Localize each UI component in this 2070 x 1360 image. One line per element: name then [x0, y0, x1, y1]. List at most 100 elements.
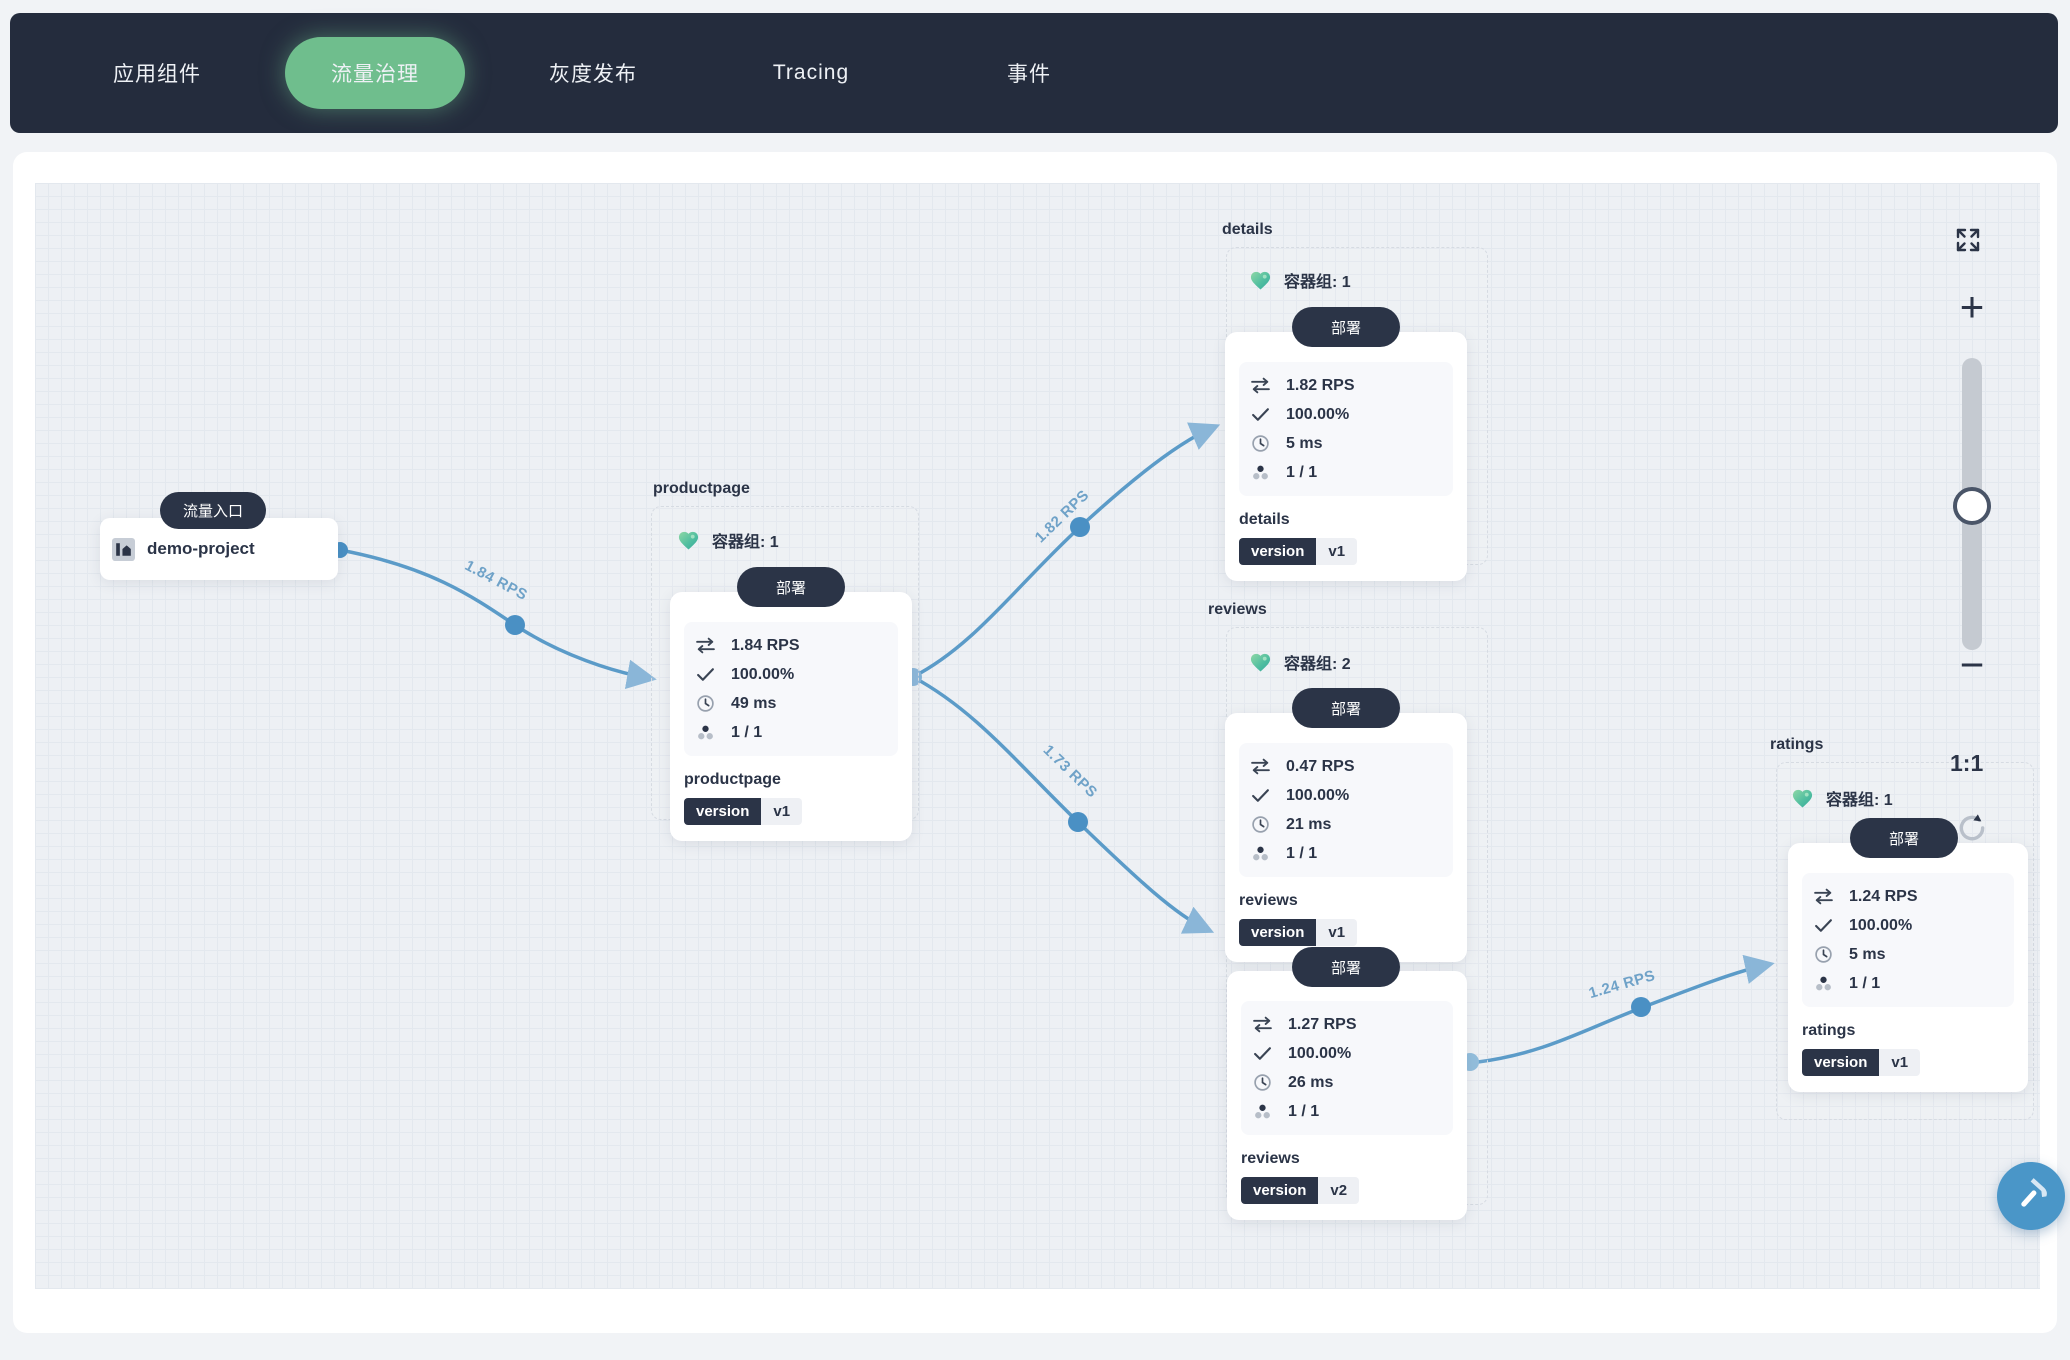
zoom-reset-button[interactable]: 1:1 — [1950, 750, 1984, 776]
stat-latency: 5 ms — [1812, 942, 2004, 967]
pods-count-label: 容器组: 1 — [712, 534, 779, 551]
stat-rps: 1.27 RPS — [1251, 1012, 1443, 1037]
zoom-out-button[interactable]: − — [1959, 641, 1985, 688]
stat-success: 100.00% — [694, 662, 888, 687]
deploy-pill-productpage[interactable]: 部署 — [737, 567, 845, 607]
tab-label: 流量治理 — [285, 37, 465, 109]
deployment-card-reviews-v1[interactable]: 0.47 RPS 100.00% 21 ms 1 / 1 reviews ver… — [1225, 713, 1467, 962]
service-name: ratings — [1802, 1022, 1856, 1039]
check-icon — [1251, 1046, 1273, 1061]
group-title-ratings: ratings — [1770, 736, 1824, 753]
stats-panel: 1.27 RPS 100.00% 26 ms 1 / 1 — [1241, 1001, 1453, 1135]
service-name: reviews — [1241, 1150, 1300, 1167]
tools-fab-button[interactable] — [1997, 1162, 2065, 1230]
tab-label: Tracing — [772, 61, 850, 84]
stat-rps: 1.24 RPS — [1812, 884, 2004, 909]
stats-panel: 1.24 RPS 100.00% 5 ms 1 / 1 — [1802, 873, 2014, 1007]
service-name: details — [1239, 511, 1290, 528]
heart-icon — [678, 531, 699, 549]
stat-rps: 1.84 RPS — [694, 633, 888, 658]
transfer-icon — [1251, 1016, 1273, 1033]
pods-count-label: 容器组: 1 — [1826, 792, 1893, 809]
transfer-icon — [1249, 758, 1271, 775]
tab-events[interactable]: 事件 — [920, 37, 1138, 109]
deploy-pill-ratings[interactable]: 部署 — [1850, 818, 1958, 858]
pods-count-row: 容器组: 1 — [1248, 268, 1351, 292]
deploy-pill-reviews-v2[interactable]: 部署 — [1292, 947, 1400, 987]
pods-count-label: 容器组: 1 — [1284, 274, 1351, 291]
pods-icon — [694, 724, 716, 741]
clock-icon — [1812, 945, 1834, 964]
tab-traffic-governance[interactable]: 流量治理 — [266, 37, 484, 109]
deployment-card-ratings-v1[interactable]: 1.24 RPS 100.00% 5 ms 1 / 1 ratings vers… — [1788, 843, 2028, 1092]
stat-replicas: 1 / 1 — [1249, 841, 1443, 866]
group-title-details: details — [1222, 221, 1273, 238]
pods-count-label: 容器组: 2 — [1284, 656, 1351, 673]
refresh-icon[interactable] — [1956, 812, 1988, 844]
check-icon — [694, 667, 716, 682]
stat-success: 100.00% — [1249, 402, 1443, 427]
check-icon — [1249, 407, 1271, 422]
pods-count-row: 容器组: 1 — [1790, 786, 1893, 810]
tab-app-components[interactable]: 应用组件 — [48, 37, 266, 109]
stat-replicas: 1 / 1 — [1249, 460, 1443, 485]
stat-rps: 1.82 RPS — [1249, 373, 1443, 398]
deployment-card-productpage-v1[interactable]: 1.84 RPS 100.00% 49 ms 1 / 1 productpage… — [670, 592, 912, 841]
stat-success: 100.00% — [1251, 1041, 1443, 1066]
tab-label: 应用组件 — [113, 63, 201, 86]
pods-icon — [1249, 845, 1271, 862]
stat-rps: 0.47 RPS — [1249, 754, 1443, 779]
project-icon — [112, 537, 135, 561]
stat-latency: 49 ms — [694, 691, 888, 716]
stat-success: 100.00% — [1249, 783, 1443, 808]
service-name: productpage — [684, 771, 781, 788]
check-icon — [1812, 918, 1834, 933]
stat-replicas: 1 / 1 — [1251, 1099, 1443, 1124]
stat-success: 100.00% — [1812, 913, 2004, 938]
stats-panel: 1.84 RPS 100.00% 49 ms 1 / 1 — [684, 622, 898, 756]
pods-count-row: 容器组: 2 — [1248, 650, 1351, 674]
stat-replicas: 1 / 1 — [694, 720, 888, 745]
fullscreen-button[interactable] — [1954, 226, 1982, 254]
heart-icon — [1792, 789, 1813, 807]
tab-tracing[interactable]: Tracing — [702, 40, 920, 106]
transfer-icon — [1812, 888, 1834, 905]
check-icon — [1249, 788, 1271, 803]
stat-replicas: 1 / 1 — [1812, 971, 2004, 996]
transfer-icon — [1249, 377, 1271, 394]
pods-icon — [1249, 464, 1271, 481]
hammer-icon — [2021, 1178, 2047, 1207]
clock-icon — [1249, 815, 1271, 834]
pods-icon — [1251, 1103, 1273, 1120]
clock-icon — [1249, 434, 1271, 453]
clock-icon — [694, 694, 716, 713]
service-name: reviews — [1239, 892, 1298, 909]
stat-latency: 26 ms — [1251, 1070, 1443, 1095]
pods-icon — [1812, 975, 1834, 992]
zoom-in-button[interactable]: + — [1959, 283, 1985, 330]
deploy-pill-details[interactable]: 部署 — [1292, 307, 1400, 347]
stats-panel: 1.82 RPS 100.00% 5 ms 1 / 1 — [1239, 362, 1453, 496]
stat-latency: 5 ms — [1249, 431, 1443, 456]
deployment-card-reviews-v2[interactable]: 1.27 RPS 100.00% 26 ms 1 / 1 reviews ver… — [1227, 971, 1467, 1220]
tab-gray-release[interactable]: 灰度发布 — [484, 37, 702, 109]
traffic-entry-badge: 流量入口 — [160, 492, 266, 529]
tab-label: 灰度发布 — [549, 63, 637, 86]
zoom-slider-handle[interactable] — [1953, 487, 1991, 525]
topology-grid-canvas[interactable] — [35, 183, 2040, 1289]
project-name: demo-project — [147, 539, 255, 558]
stats-panel: 0.47 RPS 100.00% 21 ms 1 / 1 — [1239, 743, 1453, 877]
pods-count-row: 容器组: 1 — [676, 528, 779, 552]
stat-latency: 21 ms — [1249, 812, 1443, 837]
clock-icon — [1251, 1073, 1273, 1092]
deploy-pill-reviews-v1[interactable]: 部署 — [1292, 688, 1400, 728]
deployment-card-details-v1[interactable]: 1.82 RPS 100.00% 5 ms 1 / 1 details vers… — [1225, 332, 1467, 581]
transfer-icon — [694, 637, 716, 654]
heart-icon — [1250, 653, 1271, 671]
heart-icon — [1250, 271, 1271, 289]
